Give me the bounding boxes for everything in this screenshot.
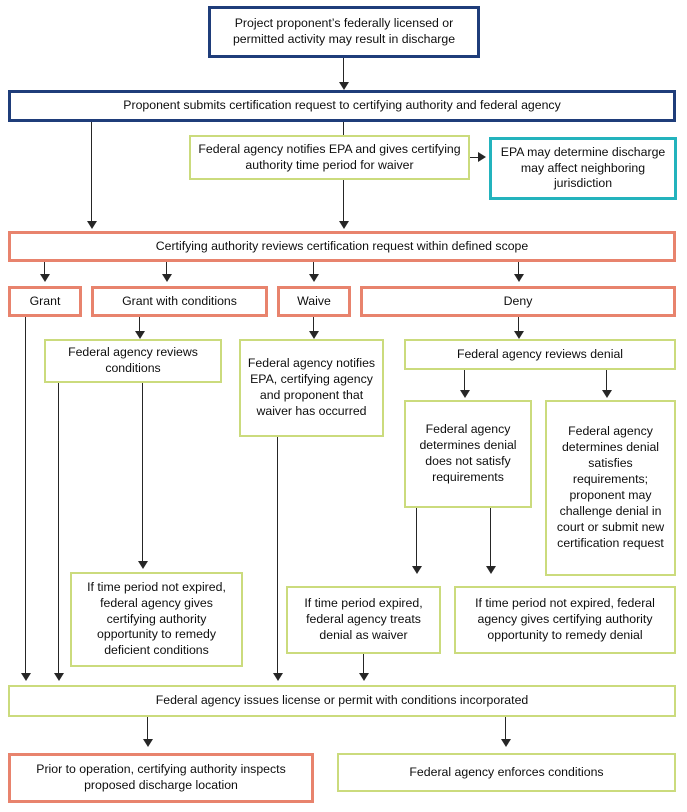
node-start-label: Project proponent’s federally licensed o…: [232, 16, 456, 46]
node-start: Project proponent’s federally licensed o…: [208, 6, 480, 58]
arrowhead-grant-conditions-to-reviews: [135, 331, 145, 339]
connector-reviews-to-waive: [313, 262, 314, 278]
node-grant: Grant: [8, 286, 82, 317]
arrowhead-issues-license-to-enforces: [501, 739, 511, 747]
node-notifies-epa: Federal agency notifies EPA and gives ce…: [189, 135, 470, 180]
connector-not-satisfy-to-denial-as-waiver: [416, 508, 417, 570]
arrowhead-notifies-waiver-to-issues-license: [273, 673, 283, 681]
node-reviews-request-label: Certifying authority reviews certificati…: [155, 238, 529, 253]
node-denial-satisfies-label: Federal agency determines denial satisfi…: [556, 424, 665, 550]
arrowhead-notifies-to-epa: [478, 152, 486, 162]
connector-reviews-conditions-to-remedy: [142, 383, 143, 565]
node-submits: Proponent submits certification request …: [8, 90, 676, 122]
node-deny: Deny: [360, 286, 676, 317]
arrowhead-grant-to-issues-license: [21, 673, 31, 681]
arrowhead-reviews-denial-to-not-satisfy: [460, 390, 470, 398]
node-waive: Waive: [277, 286, 351, 317]
node-issues-license-label: Federal agency issues license or permit …: [155, 693, 529, 707]
node-enforces-conditions-label: Federal agency enforces conditions: [409, 764, 604, 779]
arrowhead-denial-as-waiver-to-issues-license: [359, 673, 369, 681]
connector-issues-license-to-enforces: [505, 717, 506, 743]
node-grant-with-conditions-label: Grant with conditions: [122, 293, 237, 308]
node-epa-determines-label: EPA may determine discharge may affect n…: [500, 144, 666, 191]
node-denial-not-satisfy-label: Federal agency determines denial does no…: [419, 422, 517, 484]
connector-not-satisfy-to-remedy-denial: [490, 508, 491, 570]
connector-issues-license-to-inspects: [147, 717, 148, 743]
connector-reviews-denial-to-satisfies: [606, 370, 607, 394]
node-waive-label: Waive: [297, 293, 331, 308]
node-reviews-conditions-label: Federal agency reviews conditions: [68, 345, 198, 375]
arrowhead-reviews-to-grant: [40, 274, 50, 282]
node-reviews-denial: Federal agency reviews denial: [404, 339, 676, 370]
node-denial-satisfies: Federal agency determines denial satisfi…: [545, 400, 676, 576]
connector-start-to-submits: [343, 58, 344, 84]
arrowhead-issues-license-to-inspects: [143, 739, 153, 747]
arrowhead-deny-to-reviews-denial: [514, 331, 524, 339]
node-denial-as-waiver: If time period expired, federal agency t…: [286, 586, 441, 654]
connector-reviews-to-grant-conditions: [166, 262, 167, 278]
connector-submits-to-reviews-left: [91, 122, 92, 224]
connector-denial-as-waiver-to-issues-license: [363, 654, 364, 678]
arrowhead-reviews-conditions-to-remedy: [138, 561, 148, 569]
node-notifies-epa-label: Federal agency notifies EPA and gives ce…: [198, 141, 461, 172]
connector-reviews-denial-to-not-satisfy: [464, 370, 465, 394]
node-issues-license: Federal agency issues license or permit …: [8, 685, 676, 717]
node-notifies-waiver-label: Federal agency notifies EPA, certifying …: [247, 356, 376, 418]
connector-reviews-to-grant: [44, 262, 45, 278]
node-enforces-conditions: Federal agency enforces conditions: [337, 753, 676, 792]
node-submits-label: Proponent submits certification request …: [123, 98, 561, 112]
connector-grant-to-issues-license: [25, 317, 26, 677]
node-grant-label: Grant: [29, 293, 61, 308]
connector-notifies-to-epa: [470, 157, 481, 158]
node-inspects-location-label: Prior to operation, certifying authority…: [36, 762, 286, 792]
node-remedy-conditions: If time period not expired, federal agen…: [70, 572, 243, 667]
arrowhead-waive-to-notifies-waiver: [309, 331, 319, 339]
node-reviews-conditions: Federal agency reviews conditions: [44, 339, 222, 383]
arrowhead-reviews-to-waive: [309, 274, 319, 282]
arrowhead-submits-to-reviews-left: [87, 221, 97, 229]
connector-notifies-waiver-to-issues-license: [277, 437, 278, 677]
node-notifies-waiver: Federal agency notifies EPA, certifying …: [239, 339, 384, 437]
arrowhead-reviews-to-deny: [514, 274, 524, 282]
node-remedy-denial-label: If time period not expired, federal agen…: [475, 596, 655, 642]
node-remedy-conditions-label: If time period not expired, federal agen…: [87, 579, 226, 658]
node-epa-determines: EPA may determine discharge may affect n…: [489, 137, 677, 200]
node-remedy-denial: If time period not expired, federal agen…: [454, 586, 676, 654]
connector-deny-to-reviews-denial: [518, 317, 519, 335]
node-inspects-location: Prior to operation, certifying authority…: [8, 753, 314, 803]
node-deny-label: Deny: [503, 293, 533, 308]
connector-reviews-conditions-to-issues-license: [58, 383, 59, 677]
node-reviews-denial-label: Federal agency reviews denial: [456, 346, 624, 361]
connector-waive-to-notifies-waiver: [313, 317, 314, 335]
arrowhead-start-to-submits: [339, 82, 349, 90]
arrowhead-reviews-to-grant-conditions: [162, 274, 172, 282]
arrowhead-notifies-to-reviews: [339, 221, 349, 229]
connector-reviews-to-deny: [518, 262, 519, 278]
arrowhead-not-satisfy-to-denial-as-waiver: [412, 566, 422, 574]
arrowhead-reviews-denial-to-satisfies: [602, 390, 612, 398]
connector-grant-conditions-to-reviews: [139, 317, 140, 335]
connector-submits-to-notifies: [343, 122, 344, 138]
connector-notifies-to-reviews: [343, 180, 344, 224]
node-denial-as-waiver-label: If time period expired, federal agency t…: [304, 596, 423, 642]
arrowhead-reviews-conditions-to-issues-license: [54, 673, 64, 681]
arrowhead-not-satisfy-to-remedy-denial: [486, 566, 496, 574]
node-reviews-request: Certifying authority reviews certificati…: [8, 231, 676, 262]
node-denial-not-satisfy: Federal agency determines denial does no…: [404, 400, 532, 508]
node-grant-with-conditions: Grant with conditions: [91, 286, 268, 317]
